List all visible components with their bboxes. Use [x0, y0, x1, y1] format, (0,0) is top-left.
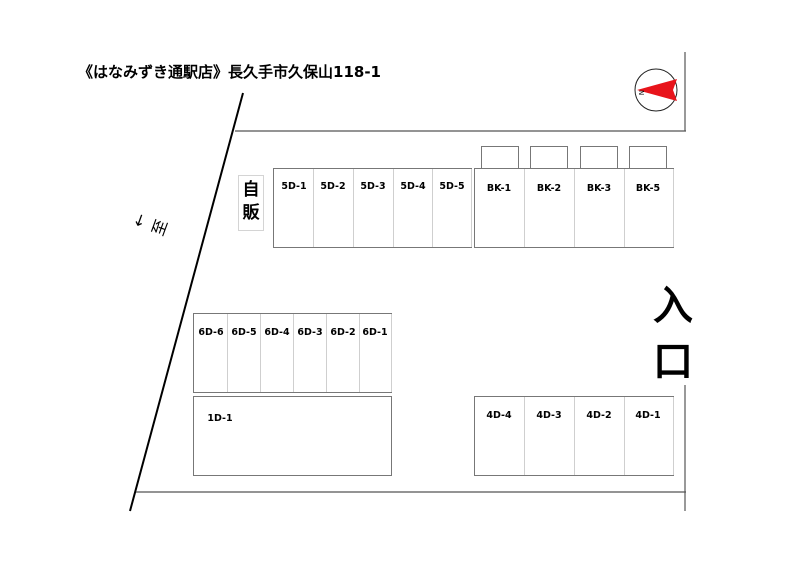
unit-label: BK-2 [536, 183, 562, 194]
unit-group-4d: 4D-4 4D-3 4D-2 4D-1 [474, 396, 674, 476]
storage-unit[interactable] [227, 314, 261, 392]
storage-unit[interactable] [359, 314, 392, 392]
storage-unit[interactable] [475, 397, 525, 475]
unit-group-6d: 6D-6 6D-5 6D-4 6D-3 6D-2 6D-1 [193, 313, 392, 393]
unit-label: 6D-1 [362, 327, 388, 338]
storage-unit[interactable] [574, 169, 625, 247]
diagonal-road-line [129, 92, 244, 512]
unit-label: 4D-2 [586, 410, 612, 421]
unit-label: 6D-6 [198, 327, 224, 338]
storage-unit[interactable] [326, 314, 360, 392]
entrance-char-1: 入 [653, 283, 693, 329]
storage-unit[interactable] [274, 169, 314, 247]
vending-label-1: 自 [242, 180, 260, 200]
storage-unit[interactable] [574, 397, 625, 475]
unit-group-bk: BK-1 BK-2 BK-3 BK-5 [474, 168, 674, 248]
page-title: 《はなみずき通駅店》長久手市久保山118-1 [78, 63, 381, 81]
bk-tab [530, 146, 568, 169]
storage-unit[interactable] [524, 169, 575, 247]
storage-unit[interactable] [293, 314, 327, 392]
storage-unit[interactable] [624, 397, 674, 475]
vending-machine: 自 販 [238, 175, 264, 231]
north-arrow-icon: N [634, 68, 678, 112]
unit-label: 4D-4 [486, 410, 512, 421]
unit-label: 4D-3 [536, 410, 562, 421]
entrance-label: 入 口 [649, 278, 697, 390]
unit-label: 1D-1 [207, 413, 233, 424]
storage-unit[interactable] [260, 314, 294, 392]
unit-label: 6D-2 [330, 327, 356, 338]
storage-unit[interactable] [432, 169, 472, 247]
bk-tab [481, 146, 519, 169]
storage-unit[interactable] [313, 169, 354, 247]
unit-label: 5D-3 [360, 181, 386, 192]
unit-label: 5D-2 [320, 181, 346, 192]
unit-group-1d[interactable]: 1D-1 [193, 396, 392, 476]
bk-tab [629, 146, 667, 169]
unit-label: 5D-5 [439, 181, 465, 192]
unit-group-5d: 5D-1 5D-2 5D-3 5D-4 5D-5 [273, 168, 472, 248]
storage-unit[interactable] [475, 169, 525, 247]
unit-label: 6D-4 [264, 327, 290, 338]
unit-label: 6D-5 [231, 327, 257, 338]
vending-label-2: 販 [242, 203, 260, 223]
unit-label: BK-5 [635, 183, 661, 194]
unit-label: BK-3 [586, 183, 612, 194]
storage-unit[interactable] [393, 169, 433, 247]
entrance-char-2: 口 [653, 339, 693, 385]
unit-label: 6D-3 [297, 327, 323, 338]
storage-unit[interactable] [194, 314, 228, 392]
unit-label: 4D-1 [635, 410, 661, 421]
unit-label: 5D-4 [400, 181, 426, 192]
bk-tab [580, 146, 618, 169]
compass-letter: N [637, 90, 645, 95]
unit-label: BK-1 [486, 183, 512, 194]
storage-unit[interactable] [353, 169, 394, 247]
unit-label: 5D-1 [281, 181, 307, 192]
storage-unit[interactable] [524, 397, 575, 475]
storage-unit[interactable] [624, 169, 674, 247]
